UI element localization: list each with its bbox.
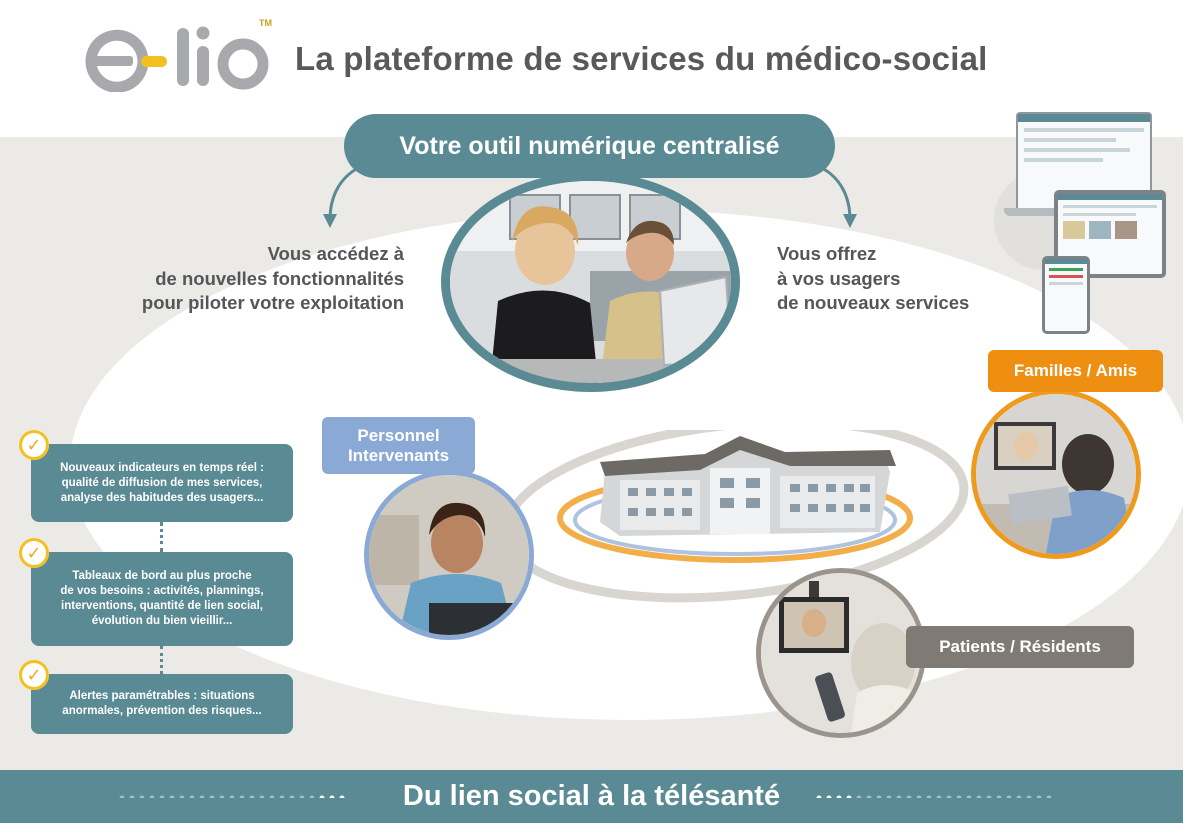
left-benefit-text: Vous accédez à de nouvelles fonctionnali… [100,242,404,316]
family-label: Familles / Amis [988,350,1163,392]
left-benefit-line: de nouvelles fonctionnalités [155,267,404,289]
right-benefit-line: de nouveaux services [777,292,970,313]
footer-dots-right [816,795,1052,798]
logo-text: e-lio [85,22,86,23]
building-illustration [600,436,896,536]
staff-label-line: Personnel [357,425,440,445]
right-benefit-line: Vous offrez [777,243,877,264]
footer-title: Du lien social à la télésanté [402,780,781,812]
feature-line: évolution du bien vieillir... [91,615,233,627]
check-icon: ✓ [19,538,49,568]
family-photo [971,389,1141,559]
elio-logo: TM e-lio [85,18,275,93]
feature-line: anormales, prévention des risques... [62,705,262,717]
check-icon: ✓ [19,430,49,460]
devices-illustration [994,110,1174,335]
patient-photo [756,568,926,738]
footer-dots-left [119,795,345,798]
right-benefit-line: à vos usagers [777,267,901,289]
footer-band [0,770,1183,823]
central-tool-title: Votre outil numérique centralisé [344,114,835,178]
elio-logo-icon [85,26,269,93]
staff-label-line: Intervenants [347,445,450,465]
right-curved-arrow-icon [821,166,857,228]
feature-line: analyse des habitudes des usagers... [60,491,264,504]
feature-box-alerts: Alertes paramétrables : situations anorm… [31,674,293,734]
feature-line: Tableaux de bord au plus proche [72,570,252,582]
feature-box-dashboards: Tableaux de bord au plus proche de vos b… [31,552,293,646]
feature-line: de vos besoins : activités, plannings, [60,585,264,597]
left-benefit-line: pour piloter votre exploitation [141,292,404,313]
patient-label: Patients / Résidents [906,626,1134,668]
staff-label: Personnel Intervenants [322,417,475,474]
staff-photo [364,470,534,640]
feature-line: interventions, quantité de lien social, [61,600,263,612]
right-benefit-text: Vous offrez à vos usagers de nouveaux se… [777,242,1037,316]
left-curved-arrow-icon [323,166,359,228]
feature-connector [160,646,163,674]
feature-line: Nouveaux indicateurs en temps réel : [60,461,264,474]
feature-connector [160,522,163,552]
feature-line: qualité de diffusion de mes services, [61,476,263,489]
check-icon: ✓ [19,660,49,690]
left-benefit-line: Vous accédez à [267,243,404,264]
feature-box-indicators: Nouveaux indicateurs en temps réel : qua… [31,444,293,522]
feature-line: Alertes paramétrables : situations [69,690,255,702]
page-tagline: La plateforme de services du médico-soci… [295,40,988,77]
trademark-mark: TM [259,18,272,28]
meeting-photo [441,172,740,392]
phone-screen [1042,256,1090,334]
